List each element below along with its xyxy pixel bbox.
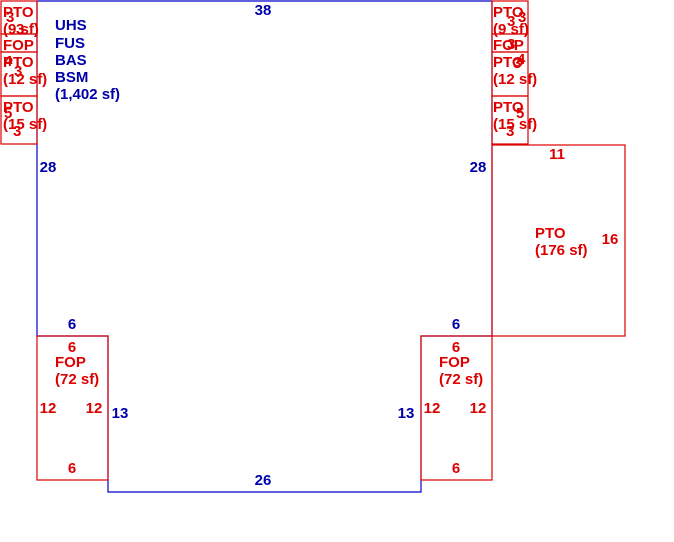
small-left-4-dim-b: 3	[13, 123, 21, 140]
fop-sw-dim-top: 6	[68, 339, 76, 356]
small-right-3-area: (12 sf)	[493, 71, 537, 88]
small-right-3-dim-a: 4	[517, 51, 526, 68]
main-dim-notch-left-side: 13	[112, 405, 129, 422]
small-left-4-label: PTO	[3, 99, 34, 116]
pto-east-dim-top: 11	[549, 146, 565, 163]
small-left-1-dim-a: 3	[6, 9, 14, 26]
fop-se-area: (72 sf)	[439, 371, 483, 388]
small-left-1-label: PTO	[3, 4, 34, 21]
fop-sw-area: (72 sf)	[55, 371, 99, 388]
main-code-1: UHS	[55, 17, 87, 34]
small-left-3-label: PTO	[3, 54, 34, 71]
small-right-1-dim-a: 3	[518, 9, 526, 26]
pto-east-area: (176 sf)	[535, 242, 588, 259]
fop-se-dim-right: 12	[470, 400, 487, 417]
main-code-3: BAS	[55, 52, 87, 69]
small-right-4-dim-b: 3	[506, 123, 514, 140]
fop-sw-outline	[36, 335, 109, 481]
main-dim-left: 28	[40, 159, 57, 176]
main-dim-notch-right-top: 6	[452, 316, 460, 333]
small-right-2-dim-a: 3	[507, 36, 515, 53]
fop-se-label: FOP	[439, 354, 470, 371]
fop-se-outline	[420, 335, 493, 481]
main-dim-right: 28	[470, 159, 487, 176]
small-right-1-label: PTO	[493, 4, 524, 21]
main-code-4: BSM	[55, 69, 88, 86]
fop-sw-label: FOP	[55, 354, 86, 371]
small-right-1-area: (9 sf)	[493, 21, 529, 38]
small-left-4-area: (15 sf)	[3, 116, 47, 133]
small-right-4-dim-a: 5	[516, 105, 524, 122]
small-right-3-label: PTO	[493, 54, 524, 71]
pto-east-dim-right: 16	[602, 231, 619, 248]
small-right-3-dim-b: 3	[513, 55, 521, 72]
fop-sw-dim-right: 12	[86, 400, 103, 417]
small-left-3-dim-b: 3	[14, 63, 22, 80]
main-area-label: (1,402 sf)	[55, 86, 120, 103]
small-right-2-label: FOP	[493, 37, 524, 54]
fop-se-dim-left: 12	[424, 400, 441, 417]
main-dim-bottom: 26	[255, 472, 272, 489]
small-right-1-dim-b: 3	[507, 13, 515, 30]
small-left-1-dim-b: 3	[16, 21, 24, 38]
fop-se-dim-top: 6	[452, 339, 460, 356]
small-left-4-dim-a: 5	[4, 105, 12, 122]
main-code-2: FUS	[55, 35, 85, 52]
pto-east-label: PTO	[535, 225, 566, 242]
small-left-3-area: (12 sf)	[3, 71, 47, 88]
pto-east-outline	[491, 144, 626, 337]
small-left-1-area: (9 sf)	[3, 21, 39, 38]
main-building-outline	[36, 0, 493, 493]
fop-sw-dim-bottom: 6	[68, 460, 76, 477]
fop-sw-dim-left: 12	[40, 400, 57, 417]
main-dim-notch-left-top: 6	[68, 316, 76, 333]
small-right-4-label: PTO	[493, 99, 524, 116]
small-left-4-outline	[0, 95, 38, 145]
small-left-3-dim-a: 4	[4, 53, 13, 70]
small-left-2-label: FOP	[3, 37, 34, 54]
fop-se-dim-bottom: 6	[452, 460, 460, 477]
small-right-4-outline	[491, 95, 529, 145]
small-right-4-area: (15 sf)	[493, 116, 537, 133]
main-dim-top: 38	[255, 2, 272, 19]
main-dim-notch-right-side: 13	[398, 405, 415, 422]
